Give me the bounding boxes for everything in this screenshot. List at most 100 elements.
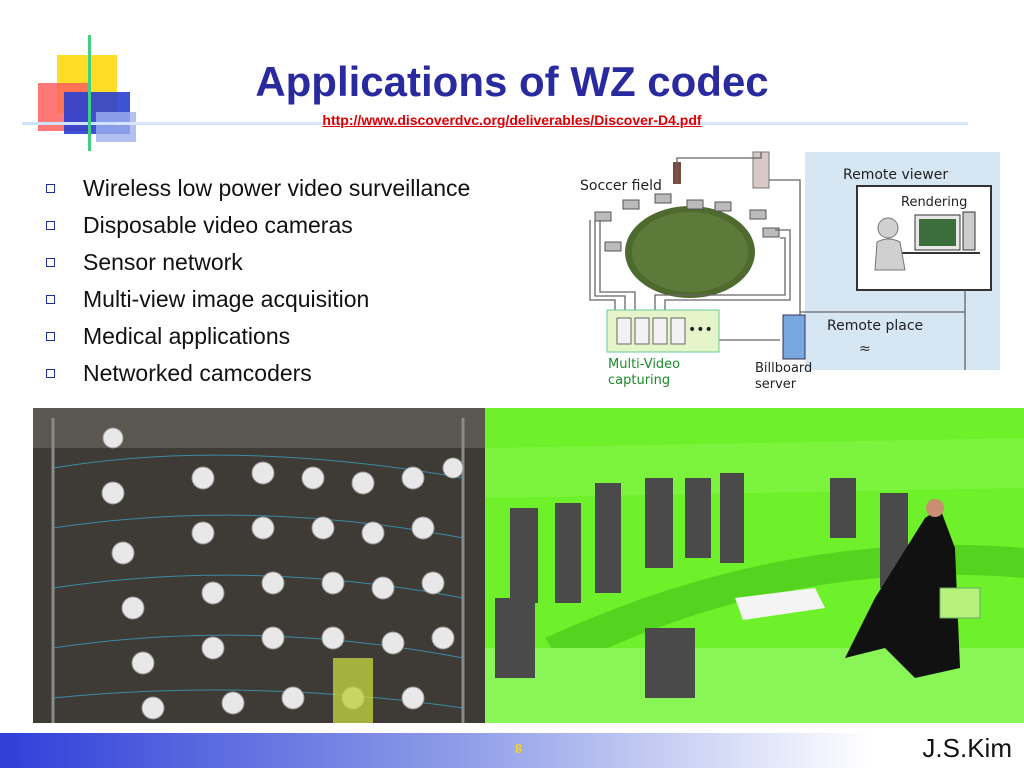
bullet-item: Wireless low power video surveillance [46, 170, 470, 207]
bullet-text: Medical applications [83, 323, 291, 349]
person-silhouette [555, 503, 581, 603]
wire [52, 634, 464, 659]
cable [599, 220, 636, 315]
person-body [874, 238, 906, 271]
camera-unit [421, 571, 445, 595]
person-silhouette [510, 508, 538, 603]
camera-unit [401, 466, 425, 490]
person-silhouette [720, 473, 744, 563]
bullet-text: Wireless low power video surveillance [83, 175, 471, 201]
wire [52, 454, 464, 479]
multi-video-label: Multi-Video [608, 357, 680, 372]
person-silhouette [645, 478, 673, 568]
camera-unit [201, 636, 225, 660]
camera-unit [301, 466, 325, 490]
bullet-text: Sensor network [83, 249, 243, 275]
monitor-screen [919, 219, 956, 246]
camera-unit [321, 571, 345, 595]
camera-unit [261, 571, 285, 595]
person-silhouette [685, 478, 711, 558]
camera-icon [604, 241, 622, 252]
wire [52, 514, 464, 539]
person-silhouette [595, 483, 621, 593]
camera-unit [411, 516, 435, 540]
network-link-icon: ≈ [859, 341, 871, 357]
camera-unit [321, 626, 345, 650]
camera-unit [191, 521, 215, 545]
camera-unit [381, 631, 405, 655]
bullet-text: Multi-view image acquisition [83, 286, 370, 312]
bullet-item: Networked camcoders [46, 355, 470, 392]
camera-unit [371, 576, 395, 600]
bullet-square-icon [46, 369, 55, 378]
logo-square-lightblue [96, 112, 136, 142]
capture-unit-icon [652, 317, 668, 345]
camera-unit [121, 596, 145, 620]
slide-title: Applications of WZ codec [255, 58, 769, 105]
person-silhouette [830, 478, 856, 538]
green-screen-studio-photo [485, 408, 1024, 723]
bullet-item: Sensor network [46, 244, 470, 281]
capture-unit-icon [616, 317, 632, 345]
camera-unit [111, 541, 135, 565]
camera-icon [714, 201, 732, 212]
capturing-label: capturing [608, 373, 670, 388]
system-diagram: Remote viewer Rendering Remote place ≈ S… [580, 151, 1000, 392]
camera-unit [361, 521, 385, 545]
person-silhouette [495, 598, 535, 678]
camera-unit [431, 626, 455, 650]
camera-unit [261, 626, 285, 650]
computer-tower-icon [962, 211, 976, 251]
source-link[interactable]: http://www.discoverdvc.org/deliverables/… [322, 112, 702, 128]
person-black-coat [845, 508, 960, 678]
soccer-field-grass [632, 212, 748, 292]
bullet-item: Medical applications [46, 318, 470, 355]
remote-place-label: Remote place [827, 318, 923, 334]
camera-icon [594, 211, 612, 222]
bullet-text: Networked camcoders [83, 360, 312, 386]
more-units-icon: ••• [688, 322, 713, 338]
title-underline-rule [115, 122, 968, 125]
remote-viewer-label: Remote viewer [843, 167, 948, 183]
bullet-item: Disposable video cameras [46, 207, 470, 244]
camera-icon [749, 209, 767, 220]
camera-unit [442, 457, 464, 479]
camera-unit [351, 471, 375, 495]
cable [654, 237, 786, 315]
author-label: J.S.Kim [922, 733, 1012, 763]
camera-unit [102, 427, 124, 449]
camera-unit [191, 466, 215, 490]
bullet-item: Multi-view image acquisition [46, 281, 470, 318]
cable [664, 229, 791, 315]
camera-unit [201, 581, 225, 605]
bullet-square-icon [46, 332, 55, 341]
camera-icon [686, 199, 704, 210]
cable [676, 152, 762, 184]
camera-unit [251, 516, 275, 540]
camera-unit [101, 481, 125, 505]
camera-unit [311, 516, 335, 540]
green-box [939, 587, 981, 619]
camera-icon [762, 227, 780, 238]
bullet-square-icon [46, 221, 55, 230]
capture-unit-icon [634, 317, 650, 345]
logo-vertical-line [88, 35, 91, 151]
photo-background [33, 408, 485, 723]
camera-unit [221, 691, 245, 715]
camera-unit [141, 696, 165, 720]
bullet-text: Disposable video cameras [83, 212, 353, 238]
camera-icon [622, 199, 640, 210]
camera-array-photo [33, 408, 485, 723]
bullet-square-icon [46, 258, 55, 267]
person-head [926, 499, 944, 517]
white-sign [735, 588, 825, 620]
footer-bar [0, 733, 1024, 768]
cable [589, 220, 616, 315]
camera-unit [131, 651, 155, 675]
cable [594, 220, 626, 315]
camera-icon [654, 193, 672, 204]
rendering-label: Rendering [901, 195, 967, 210]
billboard-server-icon [782, 314, 806, 360]
camera-unit [401, 686, 425, 710]
person-icon [877, 217, 899, 239]
